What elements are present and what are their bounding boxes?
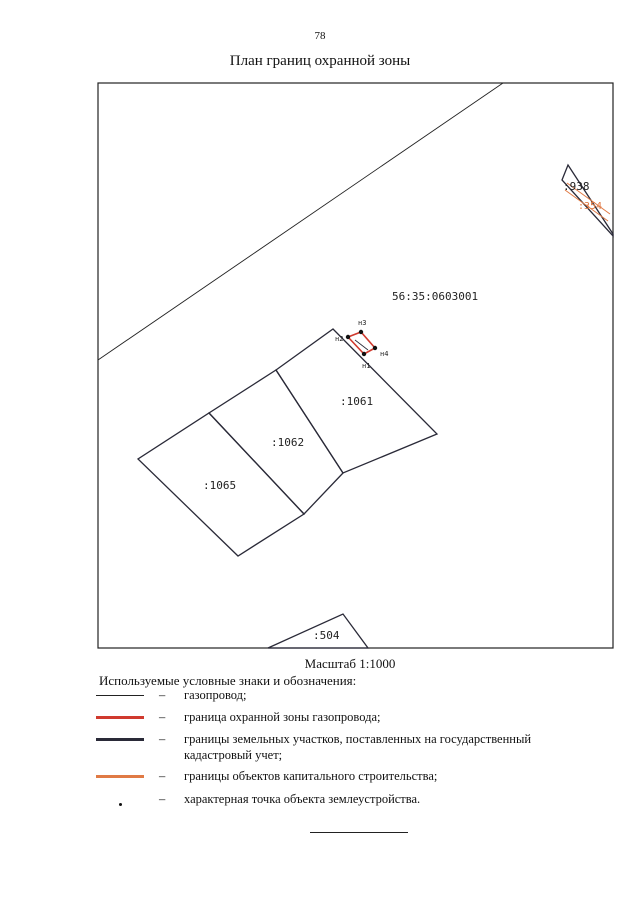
capital-object-line xyxy=(566,182,611,215)
point-n1-marker xyxy=(361,351,367,357)
legend-orange-line-symbol xyxy=(96,775,144,778)
page-title: План границ охранной зоны xyxy=(229,53,411,69)
point-n3-marker xyxy=(358,329,364,335)
legend-dash: – xyxy=(159,688,166,702)
legend-dash: – xyxy=(159,732,166,746)
legend-title: Используемые условные знаки и обозначени… xyxy=(99,673,357,688)
gas-pipeline-segment xyxy=(354,339,369,351)
point-n4-marker xyxy=(372,345,378,351)
page-number: 78 xyxy=(314,30,326,42)
parcel-1065-boundary xyxy=(136,412,306,557)
parcel-1065-label: :1065 xyxy=(203,479,236,492)
legend-dark-line-symbol xyxy=(96,738,144,741)
legend-dash: – xyxy=(159,710,166,724)
point-n2-label: н2 xyxy=(335,335,343,343)
quarter-number-label: 56:35:0603001 xyxy=(392,290,478,303)
gas-pipeline-line xyxy=(97,82,504,361)
legend-text: границы земельных участков, поставленных… xyxy=(184,732,532,762)
parcel-504-boundary xyxy=(267,613,370,649)
legend-dot-symbol xyxy=(119,803,122,806)
signature-line xyxy=(310,832,408,833)
legend-text: граница охранной зоны газопровода; xyxy=(184,710,381,724)
legend-thin-line-symbol xyxy=(96,695,144,696)
legend-text: газопровод; xyxy=(184,688,247,702)
parcel-1062-label: :1062 xyxy=(271,436,304,449)
parcel-504-label: :504 xyxy=(313,629,340,642)
legend-text: характерная точка объекта землеустройств… xyxy=(184,792,421,806)
object-354-label: :354 xyxy=(578,201,602,212)
parcel-938-label: :938 xyxy=(563,180,590,193)
legend-dash: – xyxy=(159,769,166,783)
point-n3-label: н3 xyxy=(358,319,366,327)
point-n4-label: н4 xyxy=(380,350,388,358)
point-n1-label: н1 xyxy=(362,362,370,370)
capital-object-line xyxy=(564,189,609,222)
legend-text: границы объектов капитального строительс… xyxy=(184,769,438,783)
scale-label: Масштаб 1:1000 xyxy=(304,656,396,671)
point-n2-marker xyxy=(345,334,351,340)
parcel-1061-label: :1061 xyxy=(340,395,373,408)
parcel-938-boundary xyxy=(561,163,614,238)
legend-dash: – xyxy=(159,792,166,806)
legend-red-line-symbol xyxy=(96,716,144,719)
